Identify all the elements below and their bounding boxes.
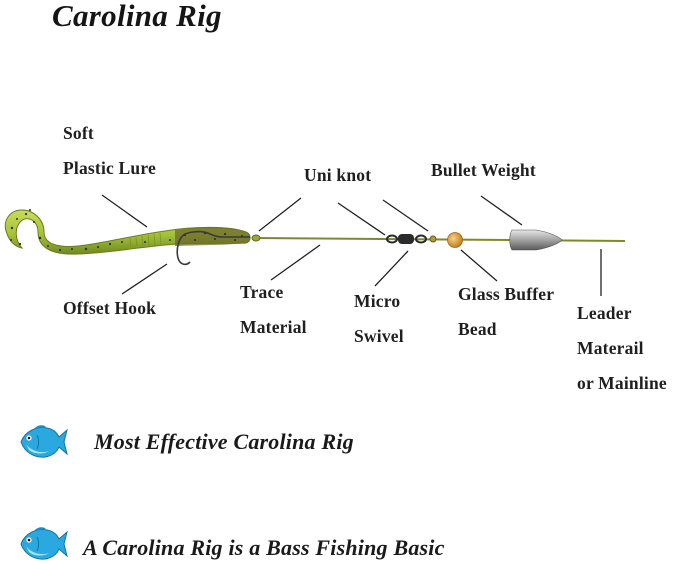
- bullet-weight: [509, 229, 563, 251]
- label-glass-buffer-bead: Glass Buffer Bead: [458, 284, 555, 339]
- page-title: Carolina Rig: [52, 0, 222, 33]
- soft-plastic-lure: [4, 209, 251, 255]
- tagline-1: Most Effective Carolina Rig: [94, 429, 354, 454]
- label-micro-swivel: Micro Swivel: [354, 291, 404, 346]
- leader-uni-knot-2: [337, 202, 386, 236]
- tagline-2: A Carolina Rig is a Bass Fishing Basic: [83, 535, 445, 560]
- leader-uni-knot-1: [258, 197, 302, 232]
- leader-trace-material: [270, 244, 321, 281]
- label-uni-knot: Uni knot: [304, 165, 372, 185]
- offset-hook: [176, 230, 250, 266]
- leader-bullet-weight: [480, 195, 523, 226]
- label-leader-material: Leader Materail or Mainline: [577, 303, 667, 393]
- glass-buffer-bead: [447, 232, 463, 248]
- fishing-line: [254, 237, 626, 242]
- fish-icon: [20, 527, 68, 560]
- label-soft-plastic-lure: Soft Plastic Lure: [63, 123, 156, 178]
- label-bullet-weight: Bullet Weight: [431, 160, 536, 180]
- fish-icon: [20, 425, 68, 458]
- micro-swivel: [386, 234, 437, 244]
- leader-micro-swivel: [374, 250, 409, 287]
- leader-soft-plastic-lure: [101, 194, 148, 228]
- leader-offset-hook: [121, 263, 168, 295]
- label-offset-hook: Offset Hook: [63, 298, 157, 318]
- leader-glass-buffer-bead: [460, 249, 498, 282]
- label-trace-material: Trace Material: [240, 282, 307, 337]
- leader-uni-knot-3: [382, 199, 429, 232]
- lure-knot: [251, 234, 261, 242]
